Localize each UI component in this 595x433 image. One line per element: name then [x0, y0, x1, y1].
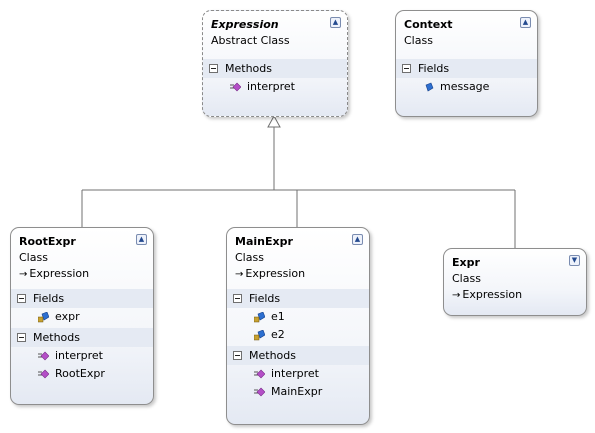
field-name: e1 — [271, 310, 285, 323]
section-label: Fields — [418, 62, 450, 75]
method-icon — [254, 387, 265, 397]
expression-class-box[interactable]: Expression Abstract Class ▲ Methods inte… — [202, 10, 348, 117]
method-icon — [38, 369, 49, 379]
section-collapse-icon[interactable] — [233, 351, 242, 360]
class-kind: Class — [452, 272, 481, 285]
class-title: RootExpr — [19, 235, 76, 248]
base-class-label: →Expression — [235, 267, 306, 280]
method-name: interpret — [247, 80, 295, 93]
field-name: expr — [55, 310, 80, 323]
inheritance-arrowhead — [267, 114, 281, 128]
context-class-box[interactable]: Context Class ▲ Fields message — [395, 10, 538, 117]
public-field-icon — [425, 82, 434, 92]
method-item[interactable]: interpret — [203, 78, 347, 96]
section-label: Methods — [225, 62, 272, 75]
field-item[interactable]: e2 — [227, 326, 369, 344]
mainexpr-class-box[interactable]: MainExpr Class →Expression ▲ Fields e1 e… — [226, 227, 370, 425]
section-collapse-icon[interactable] — [17, 333, 26, 342]
section-collapse-icon[interactable] — [233, 294, 242, 303]
field-item[interactable]: message — [396, 78, 537, 96]
method-name: RootExpr — [55, 367, 105, 380]
method-icon — [230, 82, 241, 92]
section-collapse-icon[interactable] — [17, 294, 26, 303]
method-item[interactable]: MainExpr — [227, 383, 369, 401]
method-name: interpret — [55, 349, 103, 362]
collapse-icon[interactable]: ▲ — [520, 17, 531, 28]
field-name: message — [440, 80, 490, 93]
class-title: Expr — [452, 256, 480, 269]
field-item[interactable]: expr — [11, 308, 153, 326]
private-field-icon — [38, 312, 49, 323]
fields-section-header[interactable]: Fields — [11, 289, 153, 308]
method-item[interactable]: interpret — [11, 347, 153, 365]
method-name: interpret — [271, 367, 319, 380]
method-icon — [254, 369, 265, 379]
section-collapse-icon[interactable] — [402, 64, 411, 73]
private-field-icon — [254, 330, 265, 341]
private-field-icon — [254, 312, 265, 323]
base-class-label: →Expression — [19, 267, 90, 280]
collapse-icon[interactable]: ▲ — [352, 234, 363, 245]
field-name: e2 — [271, 328, 285, 341]
inherit-arrow-icon: → — [19, 269, 28, 280]
collapse-icon[interactable]: ▲ — [330, 17, 341, 28]
class-title: Expression — [211, 18, 279, 31]
base-class-label: →Expression — [452, 288, 523, 301]
inherit-arrow-icon: → — [452, 290, 461, 301]
section-label: Methods — [249, 349, 296, 362]
class-title: MainExpr — [235, 235, 293, 248]
rootexpr-class-box[interactable]: RootExpr Class →Expression ▲ Fields expr… — [10, 227, 154, 405]
collapse-icon[interactable]: ▲ — [136, 234, 147, 245]
class-kind: Abstract Class — [211, 34, 290, 47]
methods-section-header[interactable]: Methods — [227, 346, 369, 365]
method-item[interactable]: interpret — [227, 365, 369, 383]
class-kind: Class — [404, 34, 433, 47]
class-title: Context — [404, 18, 453, 31]
method-name: MainExpr — [271, 385, 323, 398]
inherit-arrow-icon: → — [235, 269, 244, 280]
class-kind: Class — [235, 251, 264, 264]
expr-class-box[interactable]: Expr Class →Expression ▼ — [443, 248, 587, 316]
class-kind: Class — [19, 251, 48, 264]
fields-section-header[interactable]: Fields — [396, 59, 537, 78]
section-label: Fields — [249, 292, 281, 305]
section-label: Methods — [33, 331, 80, 344]
method-item[interactable]: RootExpr — [11, 365, 153, 383]
field-item[interactable]: e1 — [227, 308, 369, 326]
method-icon — [38, 351, 49, 361]
section-collapse-icon[interactable] — [209, 64, 218, 73]
methods-section-header[interactable]: Methods — [11, 328, 153, 347]
section-label: Fields — [33, 292, 65, 305]
expand-icon[interactable]: ▼ — [569, 255, 580, 266]
methods-section-header[interactable]: Methods — [203, 59, 347, 78]
fields-section-header[interactable]: Fields — [227, 289, 369, 308]
